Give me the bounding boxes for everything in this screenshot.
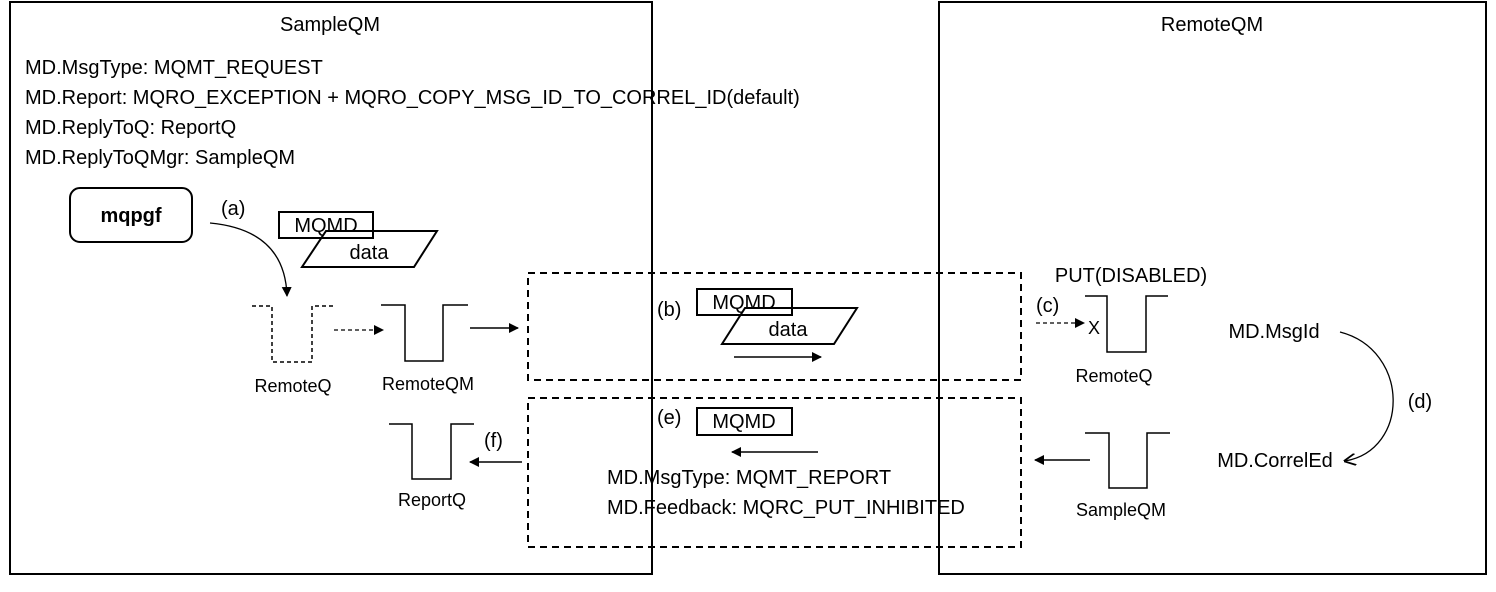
remoteq-queue-left bbox=[252, 305, 334, 363]
message-data-label: data bbox=[350, 242, 390, 264]
channel-b-data-shape bbox=[720, 307, 859, 345]
step-e-label: (e) bbox=[657, 407, 681, 429]
sampleqm-queue bbox=[1085, 432, 1170, 489]
remoteqm-queue bbox=[381, 304, 468, 362]
step-a-label: (a) bbox=[221, 198, 245, 220]
md-report-line: MD.Report: MQRO_EXCEPTION + MQRO_COPY_MS… bbox=[25, 87, 800, 109]
sampleqm-title: SampleQM bbox=[280, 14, 380, 36]
message-data-shape bbox=[300, 230, 439, 268]
remoteq-label-right: RemoteQ bbox=[1075, 366, 1152, 386]
correlid-label: MD.CorrelEd bbox=[1217, 450, 1333, 472]
md-replytoqmgr-line: MD.ReplyToQMgr: SampleQM bbox=[25, 147, 295, 169]
step-d-label: (d) bbox=[1408, 391, 1432, 413]
report-feedback-line: MD.Feedback: MQRC_PUT_INHIBITED bbox=[607, 497, 965, 519]
channel-b-box bbox=[527, 272, 1022, 381]
message-header-label: MQMD bbox=[294, 215, 357, 237]
channel-e-box bbox=[527, 397, 1022, 548]
channel-b-data-label: data bbox=[769, 319, 809, 341]
sampleqm-queue-label: SampleQM bbox=[1076, 500, 1166, 520]
put-blocked-mark: X bbox=[1088, 318, 1100, 338]
md-replytoq-line: MD.ReplyToQ: ReportQ bbox=[25, 117, 236, 139]
step-f-label: (f) bbox=[484, 430, 503, 452]
remoteq-queue-right bbox=[1085, 295, 1168, 353]
msgid-label: MD.MsgId bbox=[1228, 321, 1319, 343]
sampleqm-box bbox=[9, 1, 653, 575]
message-header-mqmd bbox=[278, 211, 374, 239]
step-b-label: (b) bbox=[657, 299, 681, 321]
step-c-label: (c) bbox=[1036, 295, 1059, 317]
channel-e-mqmd-label: MQMD bbox=[712, 411, 775, 433]
channel-b-mqmd bbox=[696, 288, 793, 316]
channel-e-mqmd bbox=[696, 407, 793, 436]
remoteq-label-left: RemoteQ bbox=[254, 376, 331, 396]
remoteqm-title: RemoteQM bbox=[1161, 14, 1263, 36]
md-msgtype-line: MD.MsgType: MQMT_REQUEST bbox=[25, 57, 323, 79]
put-disabled-label: PUT(DISABLED) bbox=[1055, 265, 1207, 287]
reportq-label: ReportQ bbox=[398, 490, 466, 510]
remoteqm-queue-label: RemoteQM bbox=[382, 374, 474, 394]
step-a-arrow bbox=[209, 222, 292, 297]
mqpgf-label: mqpgf bbox=[100, 205, 161, 227]
step-d-arrow bbox=[1339, 331, 1394, 461]
mqpgf-app bbox=[69, 187, 193, 243]
remoteqm-box bbox=[938, 1, 1487, 575]
reportq-queue bbox=[389, 423, 474, 480]
report-msgtype-line: MD.MsgType: MQMT_REPORT bbox=[607, 467, 891, 489]
